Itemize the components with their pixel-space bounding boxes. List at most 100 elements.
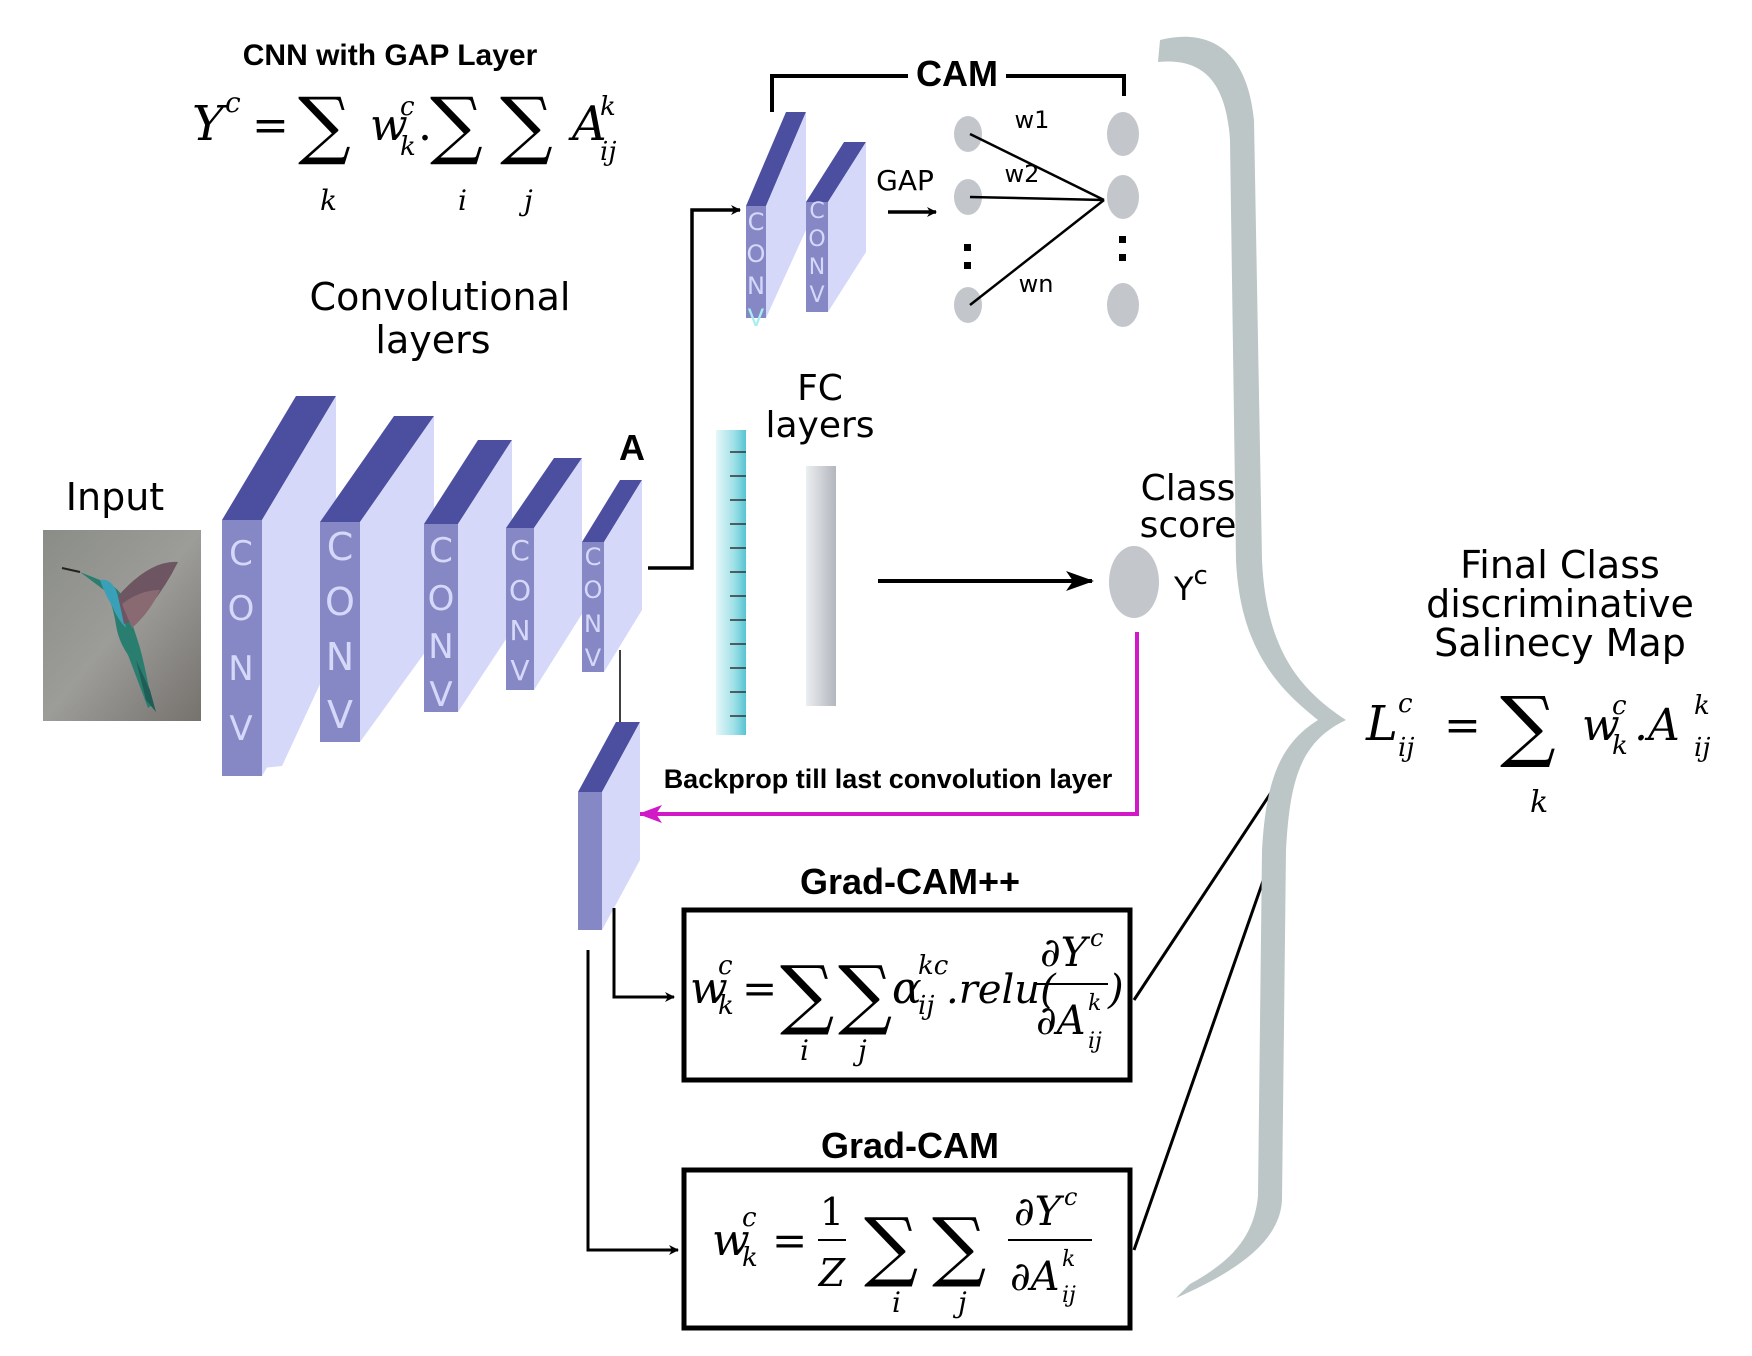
- svg-text:1: 1: [820, 1190, 844, 1234]
- svg-text:O: O: [509, 574, 531, 607]
- svg-text:O: O: [428, 579, 455, 619]
- svg-text:N: N: [584, 610, 602, 638]
- input-label: Input: [66, 475, 164, 519]
- final-formula: L c ij = ∑ k w c k .A k ij: [1365, 681, 1710, 820]
- svg-text:V: V: [510, 654, 529, 687]
- svg-text:C: C: [809, 199, 824, 224]
- svg-text:C: C: [327, 525, 354, 569]
- fc-layer-gray: [806, 466, 836, 706]
- svg-text:c: c: [1090, 924, 1103, 952]
- w1-label: w1: [1015, 106, 1050, 134]
- svg-text:c: c: [400, 92, 415, 122]
- fc-label-2: layers: [765, 405, 874, 446]
- svg-text:∂Y: ∂Y: [1014, 1189, 1065, 1235]
- svg-text:∂A: ∂A: [1010, 1254, 1060, 1300]
- svg-text:C: C: [510, 534, 530, 567]
- svg-text:N: N: [809, 255, 825, 280]
- svg-text:V: V: [585, 644, 602, 672]
- fc-label-1: FC: [797, 368, 843, 409]
- gap-nodes: [954, 112, 1139, 327]
- svg-text:k: k: [742, 1243, 758, 1273]
- final-label-2: discriminative: [1426, 582, 1694, 626]
- w2-label: w2: [1005, 160, 1040, 188]
- arrow-to-gradcam: [586, 950, 679, 1255]
- svg-text:O: O: [228, 589, 255, 629]
- class-label-1: Class: [1141, 468, 1236, 509]
- svg-text:N: N: [510, 614, 531, 647]
- arrow-to-gradcampp: [612, 908, 675, 1002]
- fc-layer-cyan: [716, 430, 746, 735]
- gap-label: GAP: [876, 164, 934, 197]
- svg-text:C: C: [748, 208, 765, 236]
- svg-text:=: =: [772, 1216, 807, 1265]
- svg-text:c: c: [1398, 689, 1413, 719]
- svg-text:=: =: [742, 964, 777, 1013]
- svg-text:∑: ∑: [430, 82, 483, 168]
- svg-text:k: k: [400, 132, 416, 162]
- yc-label: Yc: [1173, 561, 1208, 608]
- svg-text:c: c: [718, 951, 733, 981]
- cam-label: CAM: [916, 53, 998, 94]
- svg-text:∑: ∑: [500, 82, 553, 168]
- conv-block-2: C O N V: [320, 416, 434, 742]
- svg-text:k: k: [600, 92, 616, 122]
- svg-text:ij: ij: [600, 137, 616, 167]
- backprop-conv-block: [578, 722, 640, 930]
- svg-text:ij: ij: [1088, 1029, 1102, 1054]
- gradcam-formula: w c k = 1 Z ∑ i ∑ j ∂Y c ∂A k ij: [712, 1183, 1092, 1319]
- cam-conv-2: C O N V: [806, 142, 866, 312]
- svg-text:Z: Z: [818, 1251, 846, 1295]
- svg-text:w: w: [1582, 700, 1620, 751]
- svg-text:w: w: [370, 100, 408, 151]
- svg-text:c: c: [225, 86, 241, 119]
- svg-text:N: N: [228, 649, 253, 689]
- svg-text:w: w: [712, 1215, 750, 1266]
- gradcampp-title: Grad-CAM++: [800, 861, 1020, 902]
- conv-layers-label-2: layers: [375, 318, 490, 362]
- svg-text:∑: ∑: [864, 1201, 918, 1290]
- svg-text:C: C: [429, 531, 453, 571]
- weight-edges: [969, 132, 1105, 306]
- svg-text:C: C: [585, 543, 602, 571]
- svg-text:C: C: [229, 534, 253, 574]
- svg-text:∂A: ∂A: [1036, 998, 1086, 1044]
- svg-text:N: N: [326, 635, 354, 679]
- conv-block-1: C O N V: [222, 396, 336, 776]
- svg-text:Y: Y: [192, 96, 228, 152]
- svg-text:.A: .A: [1634, 700, 1680, 751]
- svg-text:∑: ∑: [932, 1201, 986, 1290]
- svg-text:L: L: [1365, 696, 1398, 752]
- svg-text:k: k: [320, 184, 337, 217]
- gap-title: CNN with GAP Layer: [243, 39, 538, 72]
- svg-text:ij: ij: [1398, 733, 1414, 763]
- svg-text:i: i: [800, 1034, 809, 1067]
- svg-text:ij: ij: [1694, 733, 1710, 763]
- svg-text:O: O: [808, 227, 825, 252]
- svg-text:w: w: [690, 963, 728, 1014]
- svg-text:k: k: [718, 991, 734, 1021]
- svg-text:O: O: [584, 576, 603, 604]
- backprop-label: Backprop till last convolution layer: [664, 764, 1113, 794]
- class-label-2: score: [1140, 505, 1237, 546]
- merge-brace: [1158, 36, 1346, 1298]
- svg-text:j: j: [518, 184, 533, 217]
- final-label-1: Final Class: [1460, 543, 1660, 587]
- gap-formula: Y c = ∑ k w c k . ∑ i ∑ j A k ij: [192, 82, 616, 217]
- svg-text:i: i: [458, 184, 467, 217]
- svg-text:ij: ij: [918, 991, 934, 1021]
- svg-text:∑: ∑: [780, 949, 834, 1038]
- gradcampp-box: [681, 907, 1133, 1083]
- svg-text:c: c: [1064, 1183, 1077, 1211]
- svg-text:∑: ∑: [298, 82, 351, 168]
- svg-text:N: N: [428, 627, 453, 667]
- conv-block-4: C O N V: [506, 458, 582, 690]
- svg-text:=: =: [252, 100, 289, 151]
- arrow-gradcam-to-brace: [1132, 843, 1278, 1251]
- class-score-node: [1109, 546, 1159, 618]
- svg-text:ij: ij: [1062, 1283, 1076, 1308]
- arrow-gradcampp-to-brace: [1132, 769, 1288, 1001]
- svg-text:V: V: [748, 304, 765, 332]
- gradcam-title: Grad-CAM: [821, 1125, 999, 1166]
- svg-text:i: i: [892, 1286, 901, 1319]
- final-label-3: Salinecy Map: [1434, 621, 1686, 665]
